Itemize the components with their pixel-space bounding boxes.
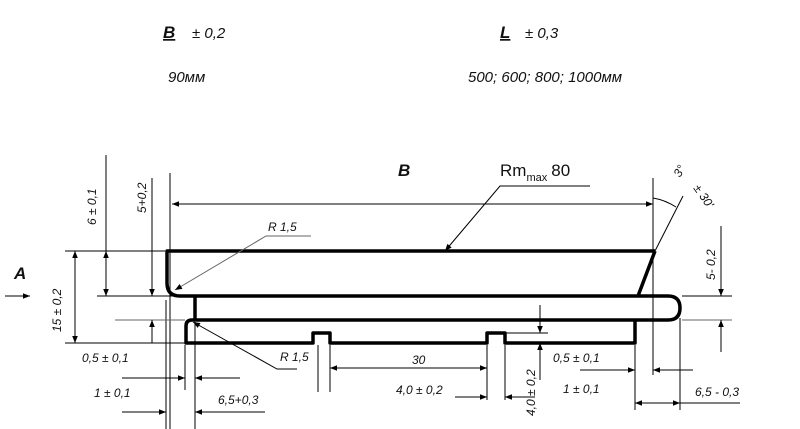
dim-groove-spacing: 30 (412, 353, 426, 367)
dim-left-step: 1 ± 0,1 (94, 386, 131, 400)
width-label: B (398, 161, 410, 180)
dim-right-lip: 6,5 - 0,3 (695, 385, 739, 399)
view-label: A (13, 264, 26, 283)
roughness-sub: max (526, 172, 547, 184)
dim-height-total: 15 ± 0,2 (50, 288, 64, 332)
length-symbol: L (500, 23, 510, 42)
length-values: 500; 600; 800; 1000мм (468, 69, 622, 86)
radius-bottom: R 1,5 (280, 350, 309, 364)
dim-top-plate: 6 ± 0,1 (85, 188, 99, 225)
angle-tolerance: ± 30' (691, 182, 718, 212)
length-tolerance: ± 0,3 (525, 25, 559, 42)
radius-top: R 1,5 (268, 220, 297, 234)
dim-left-offset: 0,5 ± 0,1 (82, 351, 129, 365)
dim-right-step: 1 ± 0,1 (563, 382, 600, 396)
width-tolerance: ± 0,2 (192, 25, 226, 42)
width-value: 90мм (168, 69, 205, 86)
leader-lines (174, 185, 590, 370)
part-outline (165, 249, 682, 345)
dim-groove-width: 4,0 ± 0,2 (396, 383, 443, 397)
roughness-label: Rmmax 80 (500, 161, 570, 184)
dim-left-lip: 6,5+0,3 (218, 393, 259, 407)
dim-groove-depth: 4,0 ± 0,2 (524, 369, 538, 416)
roughness-value: 80 (551, 161, 570, 180)
dim-right-offset: 0,5 ± 0,1 (553, 351, 600, 365)
roughness-main: Rm (500, 161, 526, 180)
dim-right-gap: 5- 0,2 (704, 249, 718, 280)
angle-label: 3° (670, 162, 688, 179)
width-symbol: B (163, 23, 175, 42)
dim-left-gap: 5+0,2 (135, 182, 149, 213)
dimension-lines (5, 178, 740, 415)
